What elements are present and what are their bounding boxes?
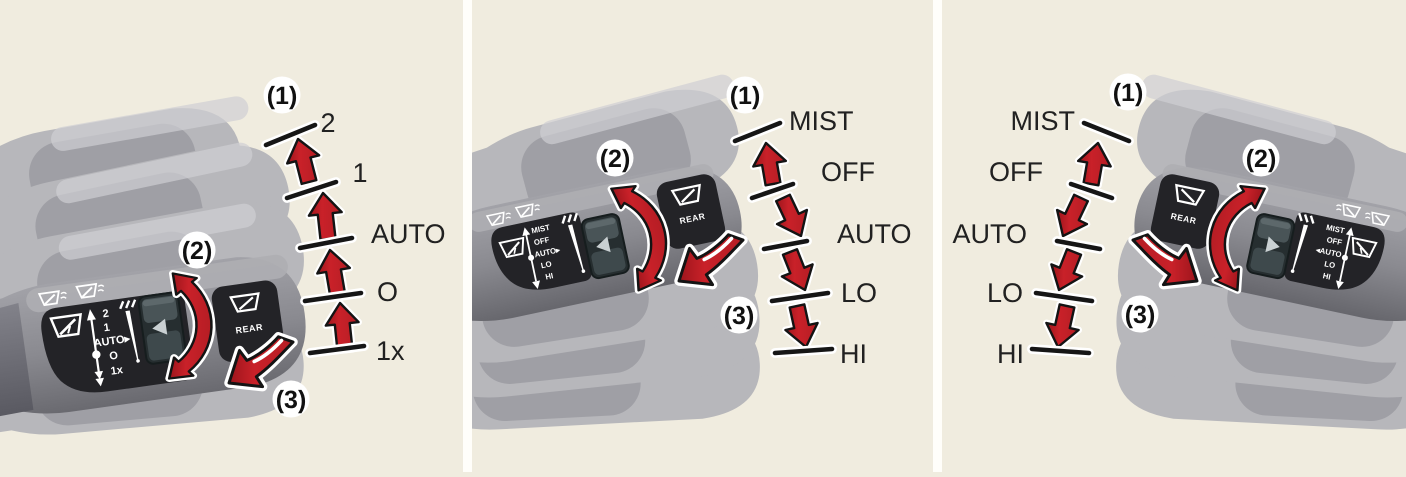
svg-text:HI: HI xyxy=(840,339,867,369)
svg-text:2: 2 xyxy=(102,308,110,321)
svg-text:MIST: MIST xyxy=(1011,106,1076,136)
svg-text:HI: HI xyxy=(997,339,1024,369)
svg-text:AUTO: AUTO xyxy=(952,219,1027,249)
svg-text:(2): (2) xyxy=(600,145,631,173)
svg-text:OFF: OFF xyxy=(989,157,1043,187)
svg-text:1x: 1x xyxy=(376,336,405,366)
svg-text:(2): (2) xyxy=(182,237,213,265)
svg-text:(3): (3) xyxy=(1125,301,1156,329)
svg-text:LO: LO xyxy=(540,259,552,270)
svg-text:(1): (1) xyxy=(267,82,298,110)
svg-text:MIST: MIST xyxy=(1325,223,1345,236)
svg-text:AUTO: AUTO xyxy=(371,219,446,249)
svg-text:1x: 1x xyxy=(110,364,125,378)
svg-text:REAR: REAR xyxy=(235,322,264,336)
svg-text:(3): (3) xyxy=(724,302,755,330)
svg-text:1: 1 xyxy=(352,158,367,188)
svg-text:MIST: MIST xyxy=(789,106,854,136)
svg-text:(3): (3) xyxy=(276,386,307,414)
svg-text:OFF: OFF xyxy=(821,157,875,187)
svg-text:LO: LO xyxy=(1323,259,1335,270)
svg-text:MIST: MIST xyxy=(531,223,551,236)
svg-text:O: O xyxy=(109,350,120,363)
svg-text:O: O xyxy=(377,277,398,307)
svg-text:HI: HI xyxy=(1322,271,1332,281)
svg-text:HI: HI xyxy=(544,271,554,281)
svg-text:(1): (1) xyxy=(730,82,761,110)
svg-text:(1): (1) xyxy=(1113,79,1144,107)
svg-text:LO: LO xyxy=(987,278,1023,308)
svg-text:OFF: OFF xyxy=(533,235,550,247)
svg-text:LO: LO xyxy=(841,278,877,308)
svg-text:OFF: OFF xyxy=(1326,235,1343,247)
svg-text:2: 2 xyxy=(320,108,335,138)
svg-text:1: 1 xyxy=(103,322,111,335)
svg-text:(2): (2) xyxy=(1246,145,1277,173)
svg-text:AUTO: AUTO xyxy=(837,219,912,249)
svg-text:AUTO▸: AUTO▸ xyxy=(93,333,131,350)
